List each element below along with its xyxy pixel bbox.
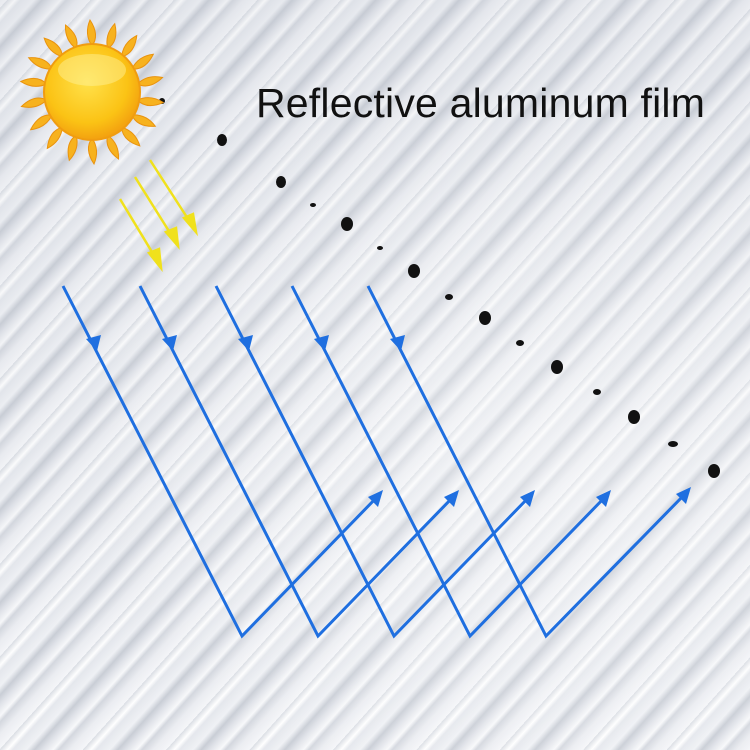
reflection-arrows (61, 285, 688, 639)
perforation-holes (159, 98, 720, 478)
sun-icon (19, 18, 165, 166)
caption-title: Reflective aluminum film (256, 80, 706, 126)
sunlight-arrows (118, 159, 198, 273)
outgoing-arrowheads (368, 487, 691, 507)
incoming-arrowheads (86, 335, 405, 351)
